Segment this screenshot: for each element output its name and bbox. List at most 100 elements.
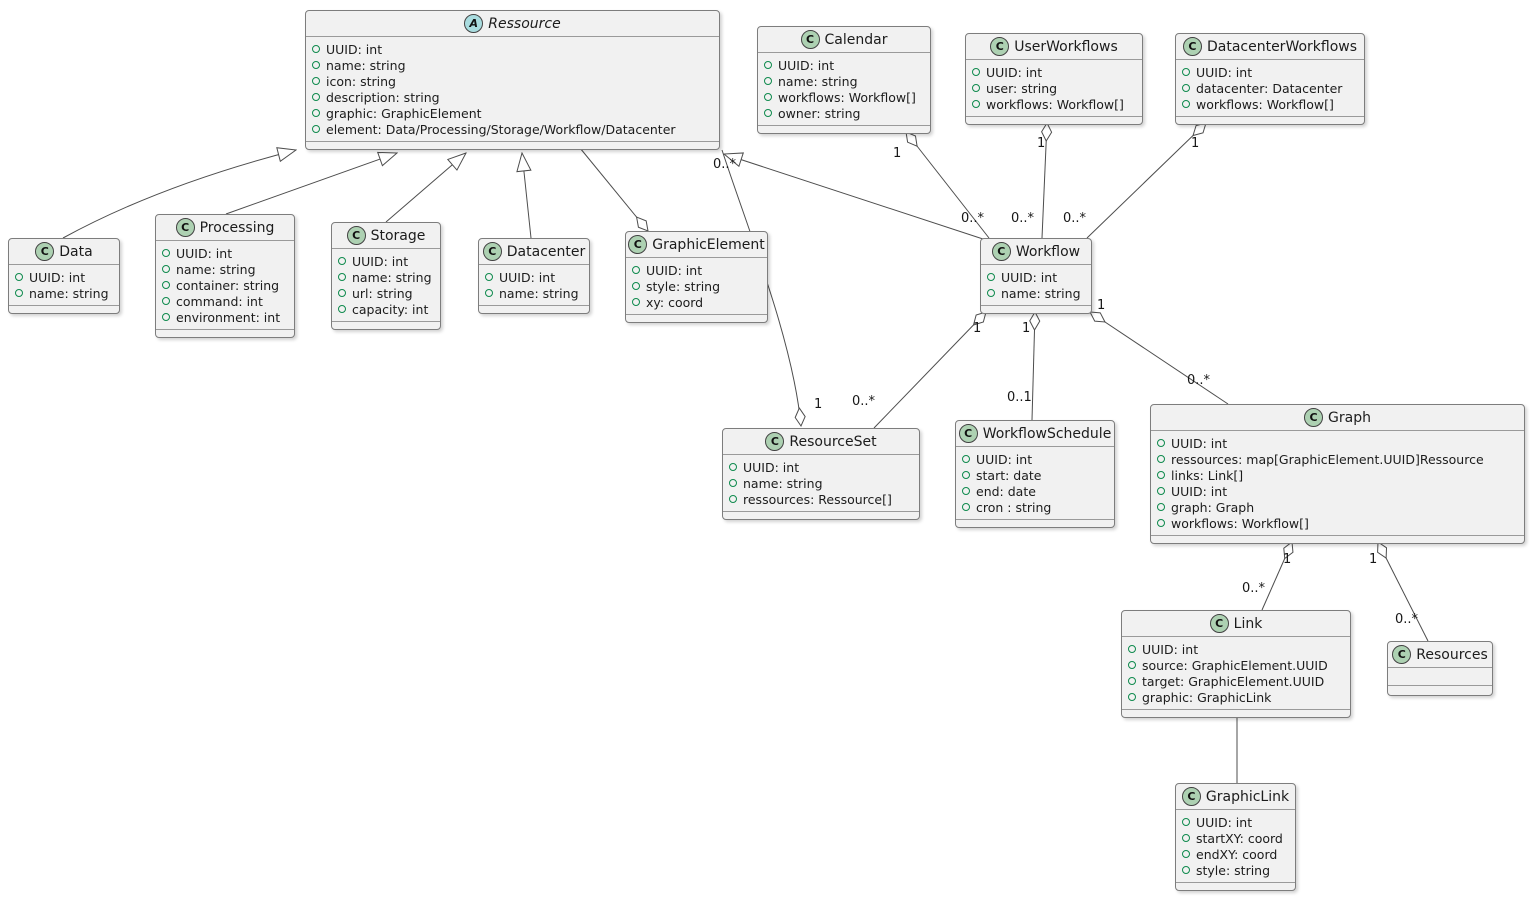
class-header: C Processing [156, 215, 294, 241]
attribute-row: user: string [972, 80, 1134, 96]
attribute-row: style: string [1182, 862, 1287, 878]
methods-section [1176, 882, 1295, 890]
class-icon: C [175, 218, 195, 237]
field-visibility-icon [764, 93, 772, 101]
class-name: Resources [1416, 646, 1488, 663]
field-visibility-icon [962, 487, 970, 495]
methods-section [981, 305, 1091, 313]
methods-section [1176, 116, 1364, 124]
multiplicity-label: 0..* [1242, 581, 1266, 596]
attribute-text: workflows: Workflow[] [778, 89, 916, 105]
attribute-row: name: string [15, 285, 111, 301]
multiplicity-label: 1 [1191, 136, 1200, 151]
class-icon: C [346, 226, 366, 245]
field-visibility-icon [632, 266, 640, 274]
field-visibility-icon [1182, 834, 1190, 842]
edge-processing-extends-ressource [225, 153, 397, 215]
attribute-text: graphic: GraphicLink [1142, 689, 1272, 705]
edge-calendar-workflow-aggregation [906, 132, 990, 239]
edge-datacenter-extends-ressource [522, 153, 531, 239]
attribute-text: UUID: int [1196, 814, 1253, 830]
field-visibility-icon [1157, 439, 1165, 447]
field-visibility-icon [162, 265, 170, 273]
attribute-row: datacenter: Datacenter [1182, 80, 1356, 96]
edge-workflow-extends-ressource [724, 154, 984, 240]
field-visibility-icon [312, 109, 320, 117]
attribute-text: UUID: int [646, 262, 703, 278]
attribute-text: name: string [778, 73, 858, 89]
field-visibility-icon [972, 68, 980, 76]
edge-storage-extends-ressource [385, 153, 466, 223]
attribute-text: name: string [176, 261, 256, 277]
attribute-row: UUID: int [1128, 641, 1342, 657]
attribute-text: graphic: GraphicElement [326, 105, 482, 121]
multiplicity-label: 0..* [852, 394, 876, 409]
field-visibility-icon [338, 257, 346, 265]
field-visibility-icon [162, 297, 170, 305]
attribute-row: graphic: GraphicLink [1128, 689, 1342, 705]
attribute-text: UUID: int [743, 459, 800, 475]
attribute-row: style: string [632, 278, 759, 294]
attribute-row: UUID: int [972, 64, 1134, 80]
attribute-row: name: string [338, 269, 432, 285]
class-name: WorkflowSchedule [982, 425, 1112, 442]
attribute-row: name: string [764, 73, 922, 89]
attribute-text: UUID: int [326, 41, 383, 57]
attribute-text: xy: coord [646, 294, 704, 310]
attribute-text: name: string [352, 269, 432, 285]
multiplicity-label: 1 [893, 146, 902, 161]
class-header: C Link [1122, 611, 1350, 637]
attribute-row: description: string [312, 89, 711, 105]
methods-section [1151, 535, 1524, 543]
field-visibility-icon [1157, 487, 1165, 495]
field-visibility-icon [338, 289, 346, 297]
attribute-text: endXY: coord [1196, 846, 1278, 862]
attribute-row: UUID: int [15, 269, 111, 285]
class-icon: C [990, 37, 1010, 56]
edge-workflow-graph-aggregation [1090, 312, 1229, 405]
class-icon: C [1392, 645, 1412, 664]
multiplicity-label: 0..* [961, 211, 985, 226]
field-visibility-icon [1182, 818, 1190, 826]
methods-section [956, 519, 1114, 527]
class-icon: C [628, 235, 648, 254]
field-visibility-icon [962, 503, 970, 511]
class-icon: C [1182, 37, 1202, 56]
attribute-row: UUID: int [338, 253, 432, 269]
attribute-text: name: string [326, 57, 406, 73]
attribute-text: links: Link[] [1171, 467, 1244, 483]
field-visibility-icon [312, 77, 320, 85]
attribute-text: UUID: int [986, 64, 1043, 80]
field-visibility-icon [162, 281, 170, 289]
attribute-row: startXY: coord [1182, 830, 1287, 846]
attribute-text: name: string [1001, 285, 1081, 301]
class-icon: C [991, 242, 1011, 261]
field-visibility-icon [1157, 471, 1165, 479]
class-name: Workflow [1015, 243, 1081, 260]
attribute-row: links: Link[] [1157, 467, 1516, 483]
attribute-row: name: string [987, 285, 1083, 301]
field-visibility-icon [1157, 503, 1165, 511]
field-visibility-icon [1182, 84, 1190, 92]
field-visibility-icon [729, 495, 737, 503]
attribute-row: ressources: map[GraphicElement.UUID]Ress… [1157, 451, 1516, 467]
field-visibility-icon [1128, 693, 1136, 701]
attribute-text: owner: string [778, 105, 861, 121]
multiplicity-label: 0..* [1395, 612, 1419, 627]
attribute-row: element: Data/Processing/Storage/Workflo… [312, 121, 711, 137]
class-header: C GraphicLink [1176, 784, 1295, 810]
attribute-text: url: string [352, 285, 413, 301]
field-visibility-icon [972, 100, 980, 108]
class-name: Datacenter [506, 243, 586, 260]
class-icon: C [35, 242, 55, 261]
methods-section [1122, 709, 1350, 717]
